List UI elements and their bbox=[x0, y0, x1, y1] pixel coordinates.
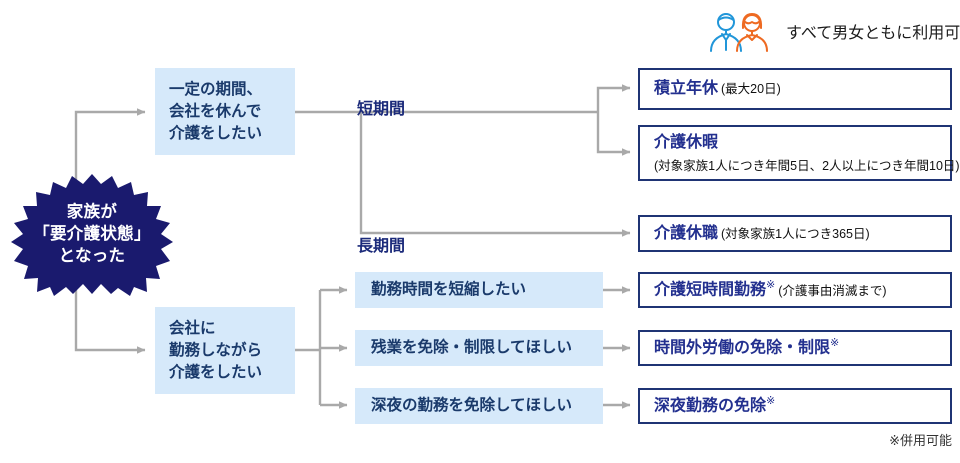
intent-line-1: 一定の期間、 bbox=[169, 80, 263, 98]
intent-line-1: 会社に bbox=[169, 319, 216, 337]
result-title: 介護休職 bbox=[654, 224, 719, 242]
result-title: 積立年休 bbox=[654, 80, 719, 97]
long-term-label: 長期間 bbox=[357, 238, 406, 255]
result-box-care-short-time-work[interactable]: 介護短時間勤務※(介護事由消滅まで) bbox=[638, 272, 952, 308]
footnote-mark: ※ bbox=[830, 337, 840, 350]
intent-box-exempt-late-night-work[interactable]: 深夜の勤務を免除してほしい bbox=[355, 388, 603, 424]
result-title-row: 深夜勤務の免除※ bbox=[654, 395, 950, 416]
legend-icons bbox=[706, 9, 778, 53]
result-title-row: 時間外労働の免除・制限※ bbox=[654, 337, 950, 358]
result-box-late-night-work-exemption[interactable]: 深夜勤務の免除※ bbox=[638, 388, 952, 424]
footnote-mark: ※ bbox=[766, 279, 776, 292]
family-care-state-burst bbox=[11, 174, 173, 296]
short-term-label: 短期間 bbox=[357, 101, 406, 118]
intent-box-shorten-working-hours[interactable]: 勤務時間を短縮したい bbox=[355, 272, 603, 308]
result-box-overtime-exemption-limit[interactable]: 時間外労働の免除・制限※ bbox=[638, 330, 952, 366]
result-title-row: 介護短時間勤務※(介護事由消滅まで) bbox=[654, 279, 950, 300]
footnote-mark: ※ bbox=[766, 395, 776, 408]
burst-shape bbox=[11, 174, 173, 296]
result-box-accumulated-annual-leave[interactable]: 積立年休(最大20日) bbox=[638, 68, 952, 110]
result-title-note: (対象家族1人につき365日) bbox=[721, 226, 870, 241]
burst-line-2: 「要介護状態」 bbox=[33, 225, 151, 244]
result-title: 時間外労働の免除・制限 bbox=[654, 339, 831, 357]
result-title: 深夜勤務の免除 bbox=[654, 397, 767, 415]
result-title-row: 積立年休(最大20日) bbox=[654, 79, 950, 99]
intent-label: 勤務時間を短縮したい bbox=[371, 281, 527, 298]
result-title: 介護短時間勤務 bbox=[654, 281, 767, 299]
intent-line-3: 介護をしたい bbox=[169, 363, 263, 381]
combined-use-note: ※併用可能 bbox=[889, 433, 952, 448]
intent-box-leave-company-for-care[interactable]: 一定の期間、 会社を休んで 介護をしたい bbox=[155, 68, 295, 155]
intent-line-2: 勤務しながら bbox=[169, 341, 263, 359]
burst-line-1: 家族が bbox=[66, 203, 118, 222]
intent-label: 深夜の勤務を免除してほしい bbox=[371, 397, 573, 414]
male-person-icon bbox=[710, 13, 742, 52]
intent-line-3: 介護をしたい bbox=[169, 124, 263, 142]
intent-label: 残業を免除・制限してほしい bbox=[371, 339, 573, 356]
result-detail: (対象家族1人につき年間5日、2人以上につき年間10日) bbox=[654, 158, 960, 173]
intent-line-2: 会社を休んで bbox=[169, 102, 262, 120]
intent-box-work-while-caring[interactable]: 会社に 勤務しながら 介護をしたい bbox=[155, 307, 295, 394]
result-box-care-leave-of-absence[interactable]: 介護休職(対象家族1人につき365日) bbox=[638, 215, 952, 252]
female-person-icon bbox=[736, 13, 768, 52]
result-title-note: (介護事由消滅まで) bbox=[778, 283, 887, 298]
legend-text: すべて男女ともに利用可 bbox=[786, 25, 960, 42]
burst-label: 家族が 「要介護状態」 となった bbox=[8, 174, 176, 296]
result-title-note: (最大20日) bbox=[721, 82, 781, 96]
result-title: 介護休暇 bbox=[654, 133, 719, 151]
result-box-care-leave-days[interactable]: 介護休暇 (対象家族1人につき年間5日、2人以上につき年間10日) bbox=[638, 125, 960, 181]
result-title-row: 介護休職(対象家族1人につき365日) bbox=[654, 224, 950, 244]
legend: すべて男女ともに利用可 bbox=[706, 9, 960, 53]
result-title-row: 介護休暇 bbox=[654, 133, 950, 153]
burst-line-3: となった bbox=[58, 246, 126, 265]
intent-box-exempt-limit-overtime[interactable]: 残業を免除・制限してほしい bbox=[355, 330, 603, 366]
